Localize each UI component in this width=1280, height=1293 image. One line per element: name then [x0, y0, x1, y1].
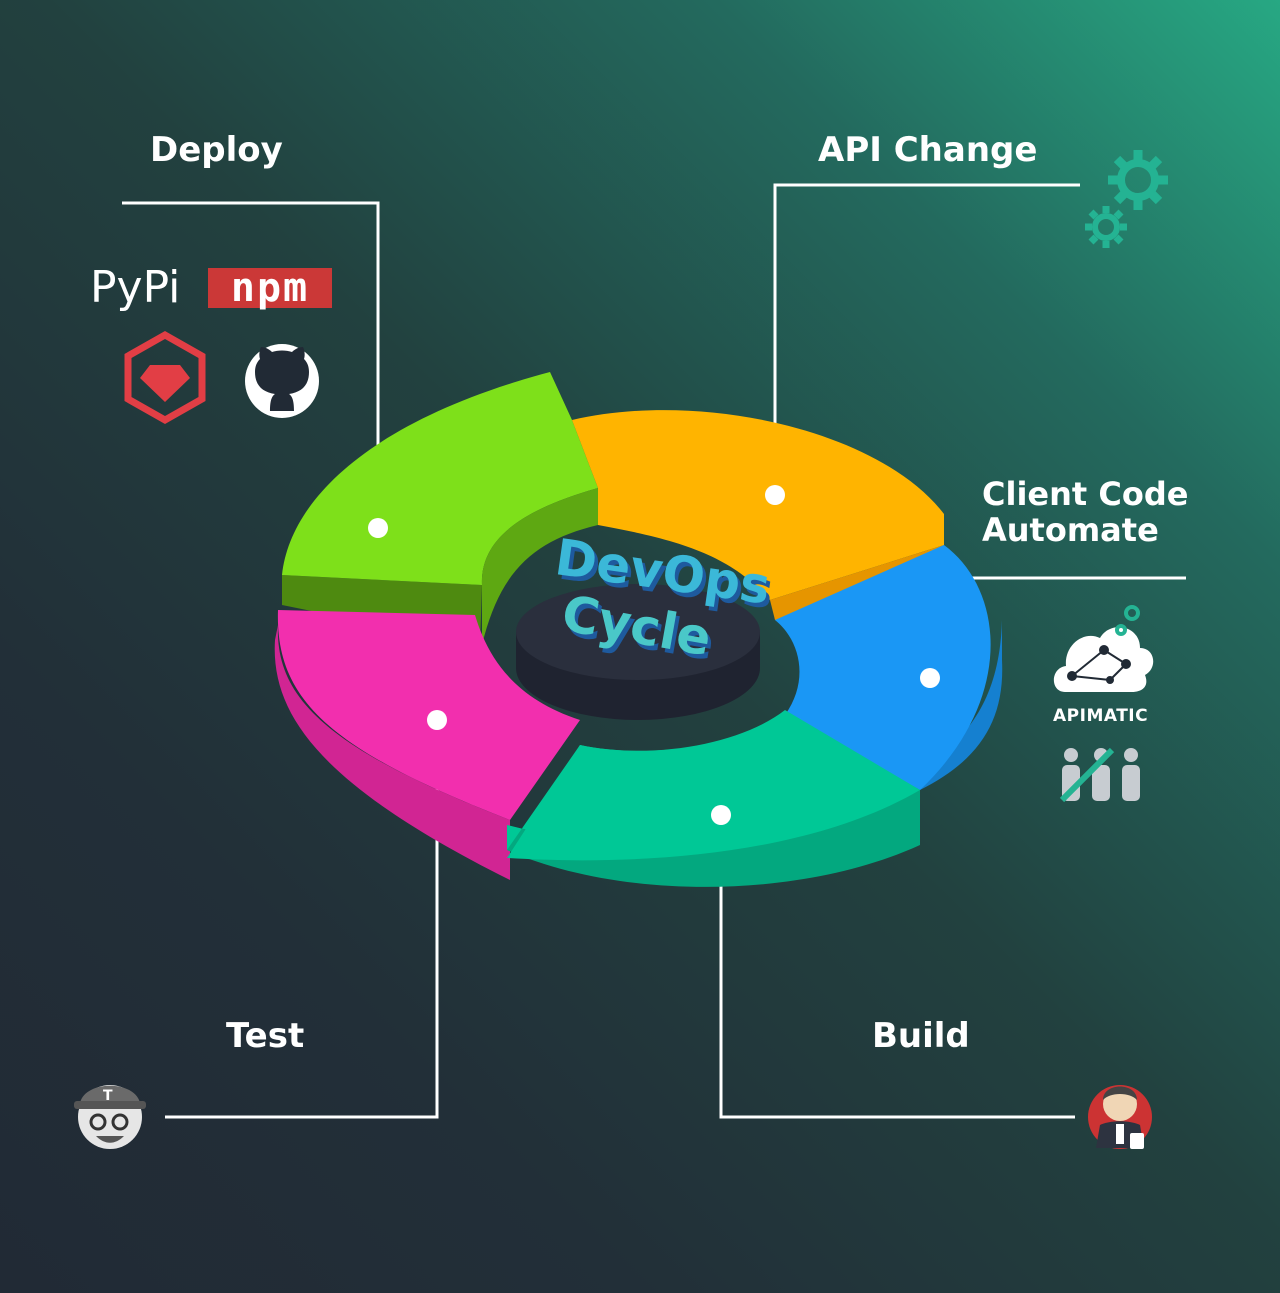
client-code-dot: [920, 668, 940, 688]
deploy-dot: [368, 518, 388, 538]
api-change-side: [770, 545, 944, 620]
api-change-segment: [572, 410, 944, 600]
api-change-connector: [773, 183, 1080, 495]
pypi-logo: PyPi: [90, 262, 181, 313]
apimatic-gear-icon: [1115, 605, 1140, 636]
deploy-inner: [481, 488, 598, 645]
hub-top: [516, 584, 760, 680]
test-mascot-icon: T: [74, 1085, 146, 1149]
build-connector: [719, 815, 1075, 1119]
people-icon: [1062, 748, 1140, 801]
build-dot: [711, 805, 731, 825]
test-dot: [427, 710, 447, 730]
test-segment-side: [274, 625, 510, 880]
deploy-label: Deploy: [150, 130, 283, 170]
apimatic-cloud-icon: [1053, 627, 1154, 692]
client-code-label-1: Client Code: [982, 475, 1189, 513]
deploy-connector: [122, 201, 380, 528]
gear-icon-small: [1085, 206, 1127, 248]
svg-text:T: T: [103, 1088, 113, 1104]
people-strike-line: [1059, 747, 1115, 803]
apimatic-label: APIMATIC: [1053, 706, 1149, 726]
deploy-segment: [282, 372, 598, 585]
jenkins-icon: [1088, 1085, 1152, 1149]
client-code-label-2: Automate: [982, 511, 1159, 549]
api-change-dot: [765, 485, 785, 505]
build-label: Build: [872, 1016, 970, 1056]
build-segment-side: [507, 790, 920, 887]
build-segment-top: [507, 710, 920, 861]
test-connector: [165, 720, 439, 1119]
test-label: Test: [226, 1016, 305, 1056]
api-change-label: API Change: [818, 130, 1038, 170]
rubygems-icon: [124, 330, 206, 425]
github-icon: [245, 344, 319, 418]
gear-icon-large: [1108, 150, 1168, 210]
npm-logo: npm: [208, 268, 332, 308]
client-code-segment: [775, 545, 991, 790]
